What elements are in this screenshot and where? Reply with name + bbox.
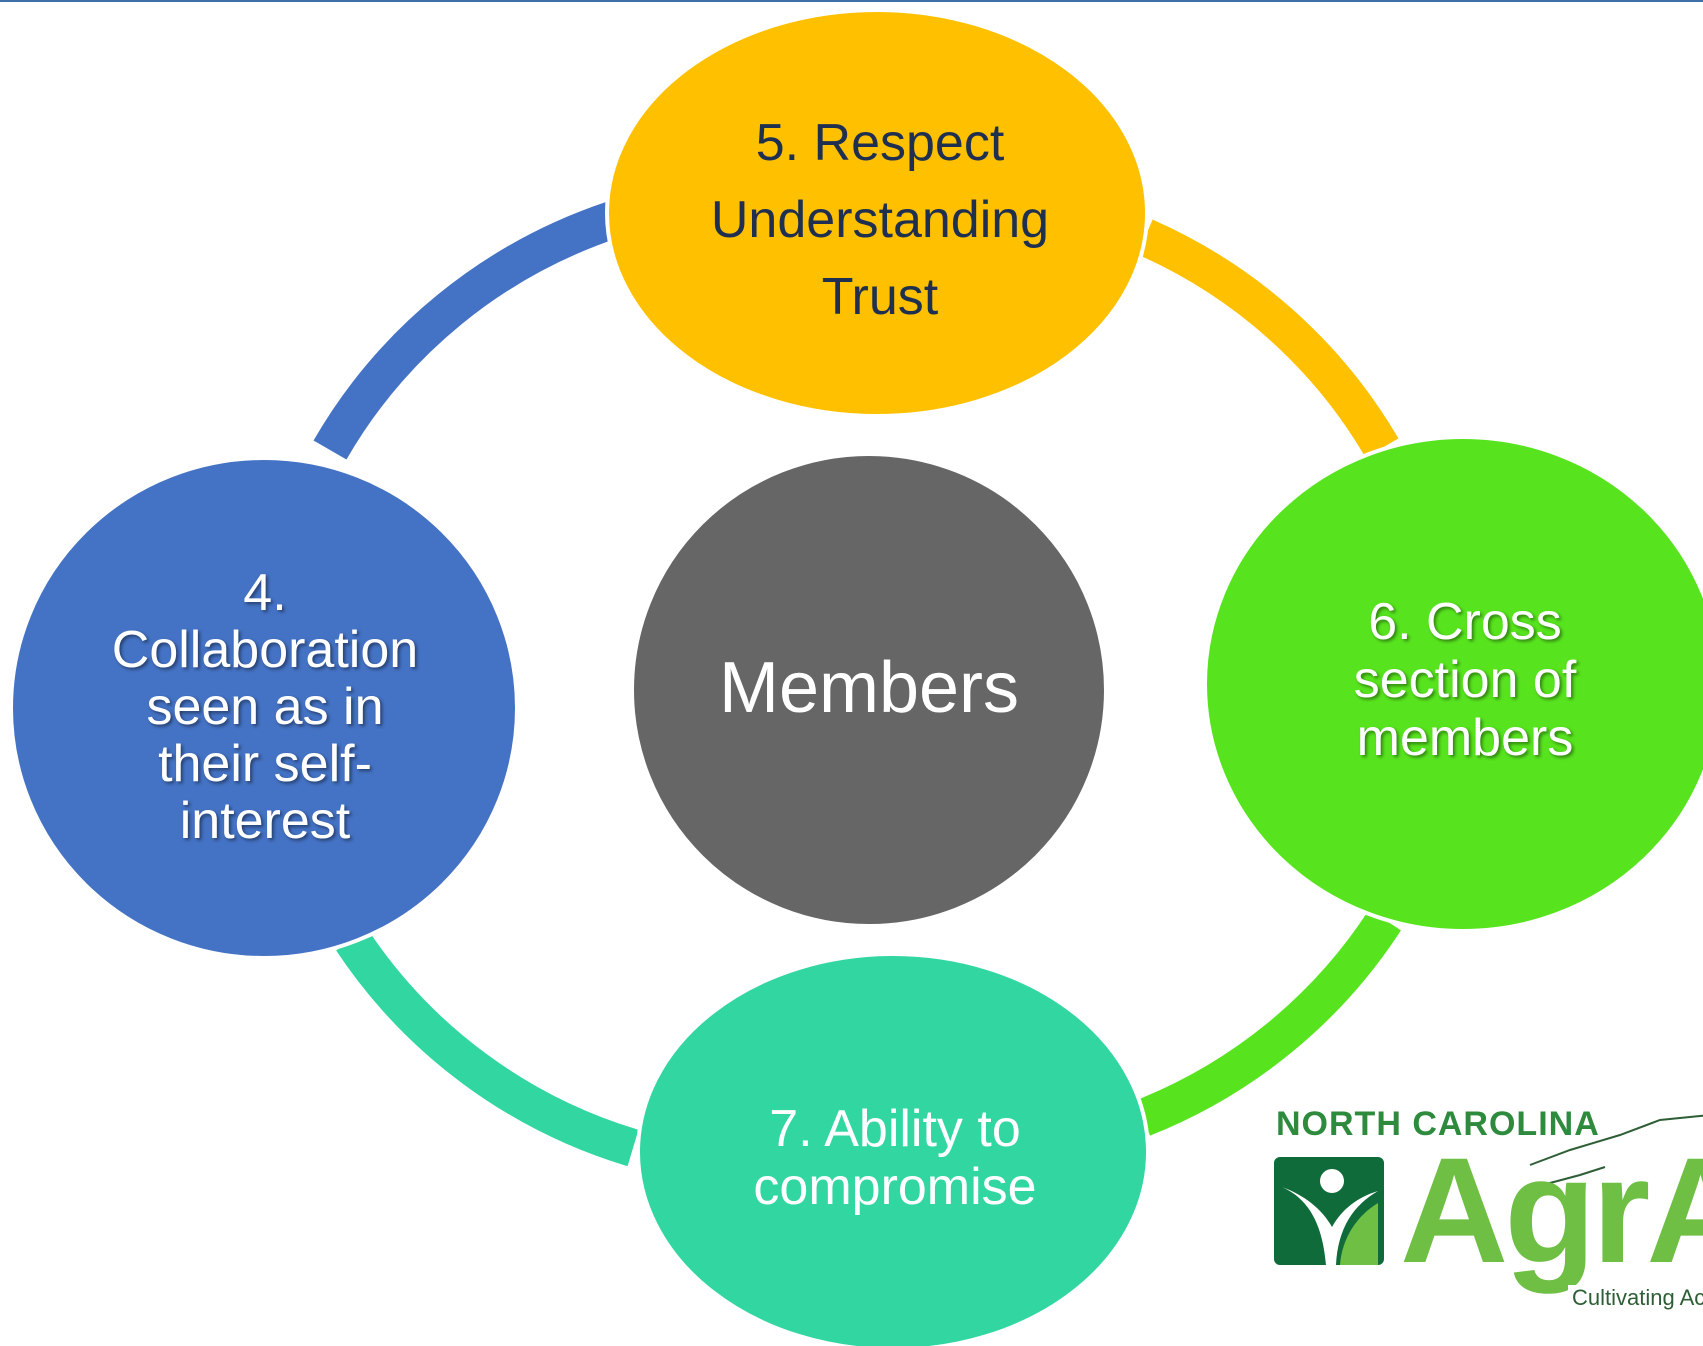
arc-cross-section-to-compromise — [1135, 909, 1401, 1136]
logo-state-name: NORTH CAROLINA — [1276, 1105, 1600, 1143]
arc-respect-to-cross-section — [1137, 219, 1399, 458]
agrability-logo: NORTH CAROLINA AgrAl Cultivating Ac — [1270, 1105, 1703, 1346]
node-respect — [605, 8, 1149, 418]
top-rule — [0, 0, 1703, 2]
node-cross-section — [1203, 435, 1703, 933]
person-mark-icon — [1274, 1157, 1384, 1265]
ring-arcs — [313, 201, 1401, 1167]
label-members: Members — [718, 648, 1020, 728]
label-cross-section: 6. Cross section of members — [1353, 593, 1577, 767]
logo-tagline: Cultivating Ac — [1568, 1285, 1703, 1311]
arc-collaboration-to-respect — [313, 201, 619, 460]
node-collaboration — [9, 456, 519, 960]
state-outline-icon — [1519, 1114, 1703, 1196]
label-respect: 5. Respect Understanding Trust — [710, 113, 1050, 326]
arc-compromise-to-collaboration — [336, 929, 639, 1167]
label-collaboration: 4. Collaboration seen as in their self- … — [111, 564, 419, 850]
label-compromise: 7. Ability to compromise — [753, 1100, 1037, 1216]
node-members — [630, 452, 1108, 928]
node-compromise — [636, 952, 1150, 1346]
logo-wordmark: AgrAl — [1400, 1126, 1703, 1294]
